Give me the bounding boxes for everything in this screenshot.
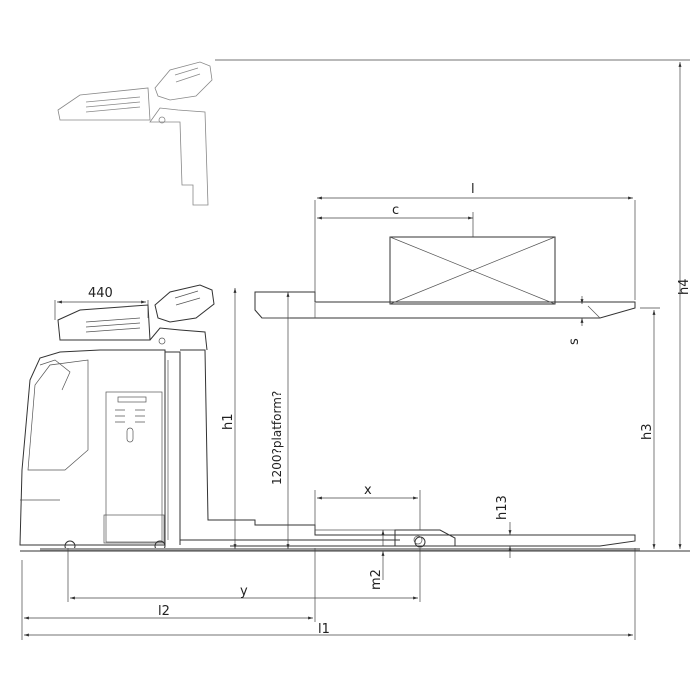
dim-m2-label: m2 xyxy=(369,569,384,590)
raised-cab-outline xyxy=(57,61,213,206)
dim-platform-label: 1200?platform? xyxy=(270,391,284,485)
dim-s-label: s xyxy=(567,338,582,345)
dim-x-label: x xyxy=(364,483,372,498)
load-box xyxy=(389,236,556,305)
base-fork xyxy=(180,519,636,547)
dim-h3-label: h3 xyxy=(640,423,655,440)
dim-l2-label: l2 xyxy=(158,604,170,619)
dimension-lines xyxy=(21,59,690,640)
dim-l1-label: l1 xyxy=(318,622,330,637)
dim-440-label: 440 xyxy=(88,286,113,301)
dim-h4-label: h4 xyxy=(677,278,692,295)
ground xyxy=(20,548,690,552)
raised-platform xyxy=(254,291,636,319)
dim-h1-label: h1 xyxy=(221,413,236,430)
truck-body xyxy=(19,284,426,552)
dim-y-label: y xyxy=(240,584,248,599)
dim-c-label: c xyxy=(392,203,399,218)
dim-l-label: l xyxy=(471,182,475,197)
dim-h13-label: h13 xyxy=(495,495,510,520)
